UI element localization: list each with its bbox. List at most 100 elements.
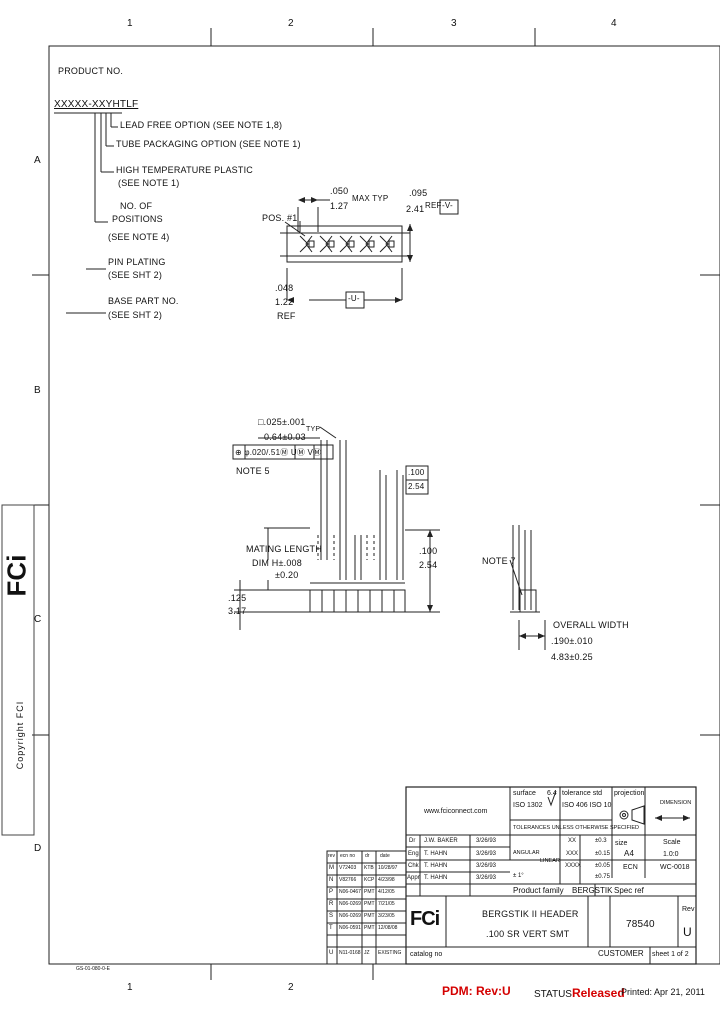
- rev-row-p-ecn: N06-0467: [339, 889, 361, 895]
- surface-std: ISO 1302: [513, 802, 543, 809]
- pin-square-mm: 0.64±0.03: [264, 432, 306, 442]
- rev-row-n-dr: KCP: [364, 877, 375, 883]
- status-label: STATUSReleased: [534, 986, 625, 1000]
- printed-date: Printed: Apr 21, 2011: [621, 987, 705, 997]
- customer-label: CUSTOMER: [598, 949, 644, 958]
- right-height-in: .100: [419, 546, 438, 556]
- dr-row-1-name: J.W. BAKER: [424, 838, 458, 844]
- dr-row-1-date: 3/26/93: [476, 838, 497, 844]
- dr-row-3-date: 3/26/93: [476, 863, 497, 869]
- size-label: size: [615, 840, 628, 847]
- option-high-temp: HIGH TEMPERATURE PLASTIC: [116, 165, 253, 175]
- zone-col-1: 1: [127, 18, 133, 29]
- rev-row-m: M: [329, 865, 334, 871]
- ecn-label: ECN: [623, 864, 638, 871]
- product-no-heading: PRODUCT NO.: [58, 66, 124, 76]
- pos-1-label: POS. #1: [262, 213, 298, 223]
- rev-row-s: S: [329, 913, 334, 919]
- rev-row-t-dr: PMT: [364, 925, 375, 931]
- scale-value: 1.0:0: [663, 851, 679, 858]
- size-value: A4: [624, 849, 635, 858]
- pin-square-typ: TYP: [306, 426, 321, 433]
- dr-row-2-name: T. HAHN: [424, 851, 448, 857]
- overall-width-in: .190±.010: [551, 636, 593, 646]
- top-pitch-in: .050: [330, 186, 349, 196]
- dr-row-2-key: Eng: [408, 851, 419, 857]
- option-high-temp-note: (SEE NOTE 1): [118, 178, 180, 188]
- rev-row-p-dr: PMT: [364, 889, 375, 895]
- rev-row-s-date: 3/23/05: [378, 913, 395, 919]
- product-family-label: Product family: [513, 886, 564, 895]
- dr-row-4-name: T. HAHN: [424, 875, 448, 881]
- tol-row-4-val: ±0.75: [595, 874, 610, 880]
- rev-header-date: date: [380, 853, 390, 859]
- zone-row-a: A: [34, 155, 41, 166]
- top-width-ref: REF: [425, 201, 442, 210]
- status-text: STATUS: [534, 989, 572, 1000]
- tol-row-1-val: ±0.3: [595, 838, 607, 844]
- front-pitch-mm: 2.54: [408, 482, 425, 491]
- rev-row-u-ecn: N11-0168: [339, 950, 361, 956]
- option-base: BASE PART NO.: [108, 296, 179, 306]
- right-height-mm: 2.54: [419, 560, 438, 570]
- base-height-in: .125: [228, 593, 247, 603]
- rev-row-m-ecn: V72403: [339, 865, 357, 871]
- rev-row-u-date: EXISTING: [378, 950, 402, 956]
- status-value: Released: [571, 986, 625, 1000]
- note-7: NOTE 7: [482, 556, 516, 566]
- angular-label: ANGULAR: [513, 850, 540, 856]
- mating-length-in: DIM H±.008: [252, 558, 302, 568]
- zone-row-b: B: [34, 385, 41, 396]
- rev-row-m-dr: KTB: [364, 865, 374, 871]
- overall-width-label: OVERALL WIDTH: [553, 620, 629, 630]
- rev-row-p: P: [329, 889, 334, 895]
- dr-row-1-key: Dr: [409, 838, 416, 844]
- zone-col-3: 3: [451, 18, 457, 29]
- rev-row-t: T: [329, 925, 333, 931]
- zone-col-2: 2: [288, 18, 294, 29]
- tolerance-note: TOLERANCES UNLESS OTHERWISE SPECIFIED: [513, 825, 640, 831]
- rev-label: Rev: [682, 906, 695, 913]
- title-line-1: BERGSTIK II HEADER: [482, 909, 579, 919]
- zone-col-2-bottom: 2: [288, 982, 294, 993]
- dr-row-4-key: Appr: [407, 875, 420, 881]
- front-pitch-in: .100: [408, 468, 425, 477]
- rev-row-s-ecn: N06-0269: [339, 913, 361, 919]
- product-family-value: BERGSTIK: [572, 886, 613, 895]
- tol-row-3-val: ±0.05: [595, 863, 610, 869]
- tol-row-1-key: XX: [568, 838, 577, 844]
- rev-header-ecn: ecn no: [340, 853, 356, 859]
- dr-row-2-date: 3/26/93: [476, 851, 497, 857]
- tol-row-2-key: XXX: [566, 851, 579, 857]
- zone-row-c: C: [34, 614, 42, 625]
- zone-col-1-bottom: 1: [127, 982, 133, 993]
- dr-row-4-date: 3/26/93: [476, 875, 497, 881]
- rev-header-rev: rev: [328, 853, 335, 859]
- scale-label: Scale: [663, 839, 681, 846]
- fci-logo-vertical: FCi: [1, 554, 32, 597]
- part-number: 78540: [626, 919, 655, 930]
- surface-label: surface: [513, 790, 536, 797]
- pin-square-in: □.025±.001: [258, 417, 306, 427]
- rev-header-dr: dr: [365, 853, 370, 859]
- website: www.fciconnect.com: [424, 808, 488, 815]
- tolerance-label: tolerance std: [562, 790, 603, 797]
- dimension-label: DIMENSION: [660, 800, 692, 806]
- top-pitch-mm: 1.27: [330, 201, 349, 211]
- projection-label: projection: [614, 790, 645, 797]
- title-line-2: .100 SR VERT SMT: [486, 929, 570, 939]
- rev-row-t-ecn: N06-0591: [339, 925, 361, 931]
- top-pitch-note: MAX TYP: [352, 194, 389, 203]
- overall-width-mm: 4.83±0.25: [551, 652, 593, 662]
- product-no-code: XXXXX-XXYHTLF: [54, 99, 139, 110]
- catalog-label: catalog no: [410, 951, 443, 958]
- top-depth-ref: REF: [277, 311, 296, 321]
- mating-length-mm: ±0.20: [275, 570, 299, 580]
- rev-row-n-date: 4/23/98: [378, 877, 395, 883]
- mating-length-label: MATING LENGTH: [246, 544, 322, 554]
- rev-row-p-date: 4/12/05: [378, 889, 395, 895]
- rev-row-m-date: 10/28/97: [378, 865, 398, 871]
- datum-v: -V-: [442, 201, 453, 210]
- tol-row-4-key: ± 1°: [513, 873, 524, 879]
